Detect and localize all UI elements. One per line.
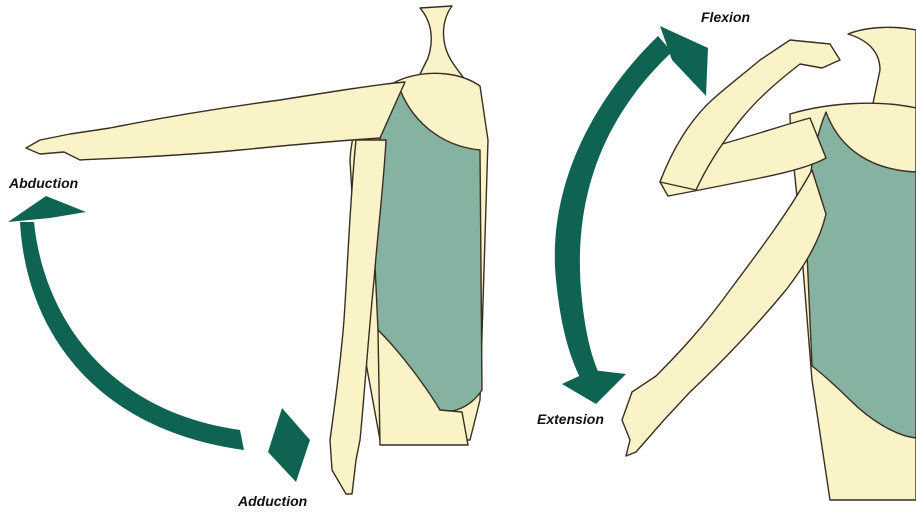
abduction-adduction-arrow-body [20,222,244,450]
abduction-adduction-arrow [8,196,310,482]
right-figure-lowered-arm [622,170,826,456]
abduction-arrowhead [8,196,86,222]
abduction-label: Abduction [9,175,78,191]
left-figure [26,6,488,494]
extension-label: Extension [537,411,604,427]
right-figure [622,27,916,500]
flexion-extension-arrow-body [555,36,672,392]
adduction-arrowhead [268,408,310,482]
adduction-label: Adduction [238,493,307,509]
flexion-label: Flexion [701,9,750,25]
left-figure-raised-arm [26,82,405,160]
flexion-arrowhead [660,26,708,96]
extension-arrowhead [562,370,626,404]
right-figure-neck [848,27,916,112]
